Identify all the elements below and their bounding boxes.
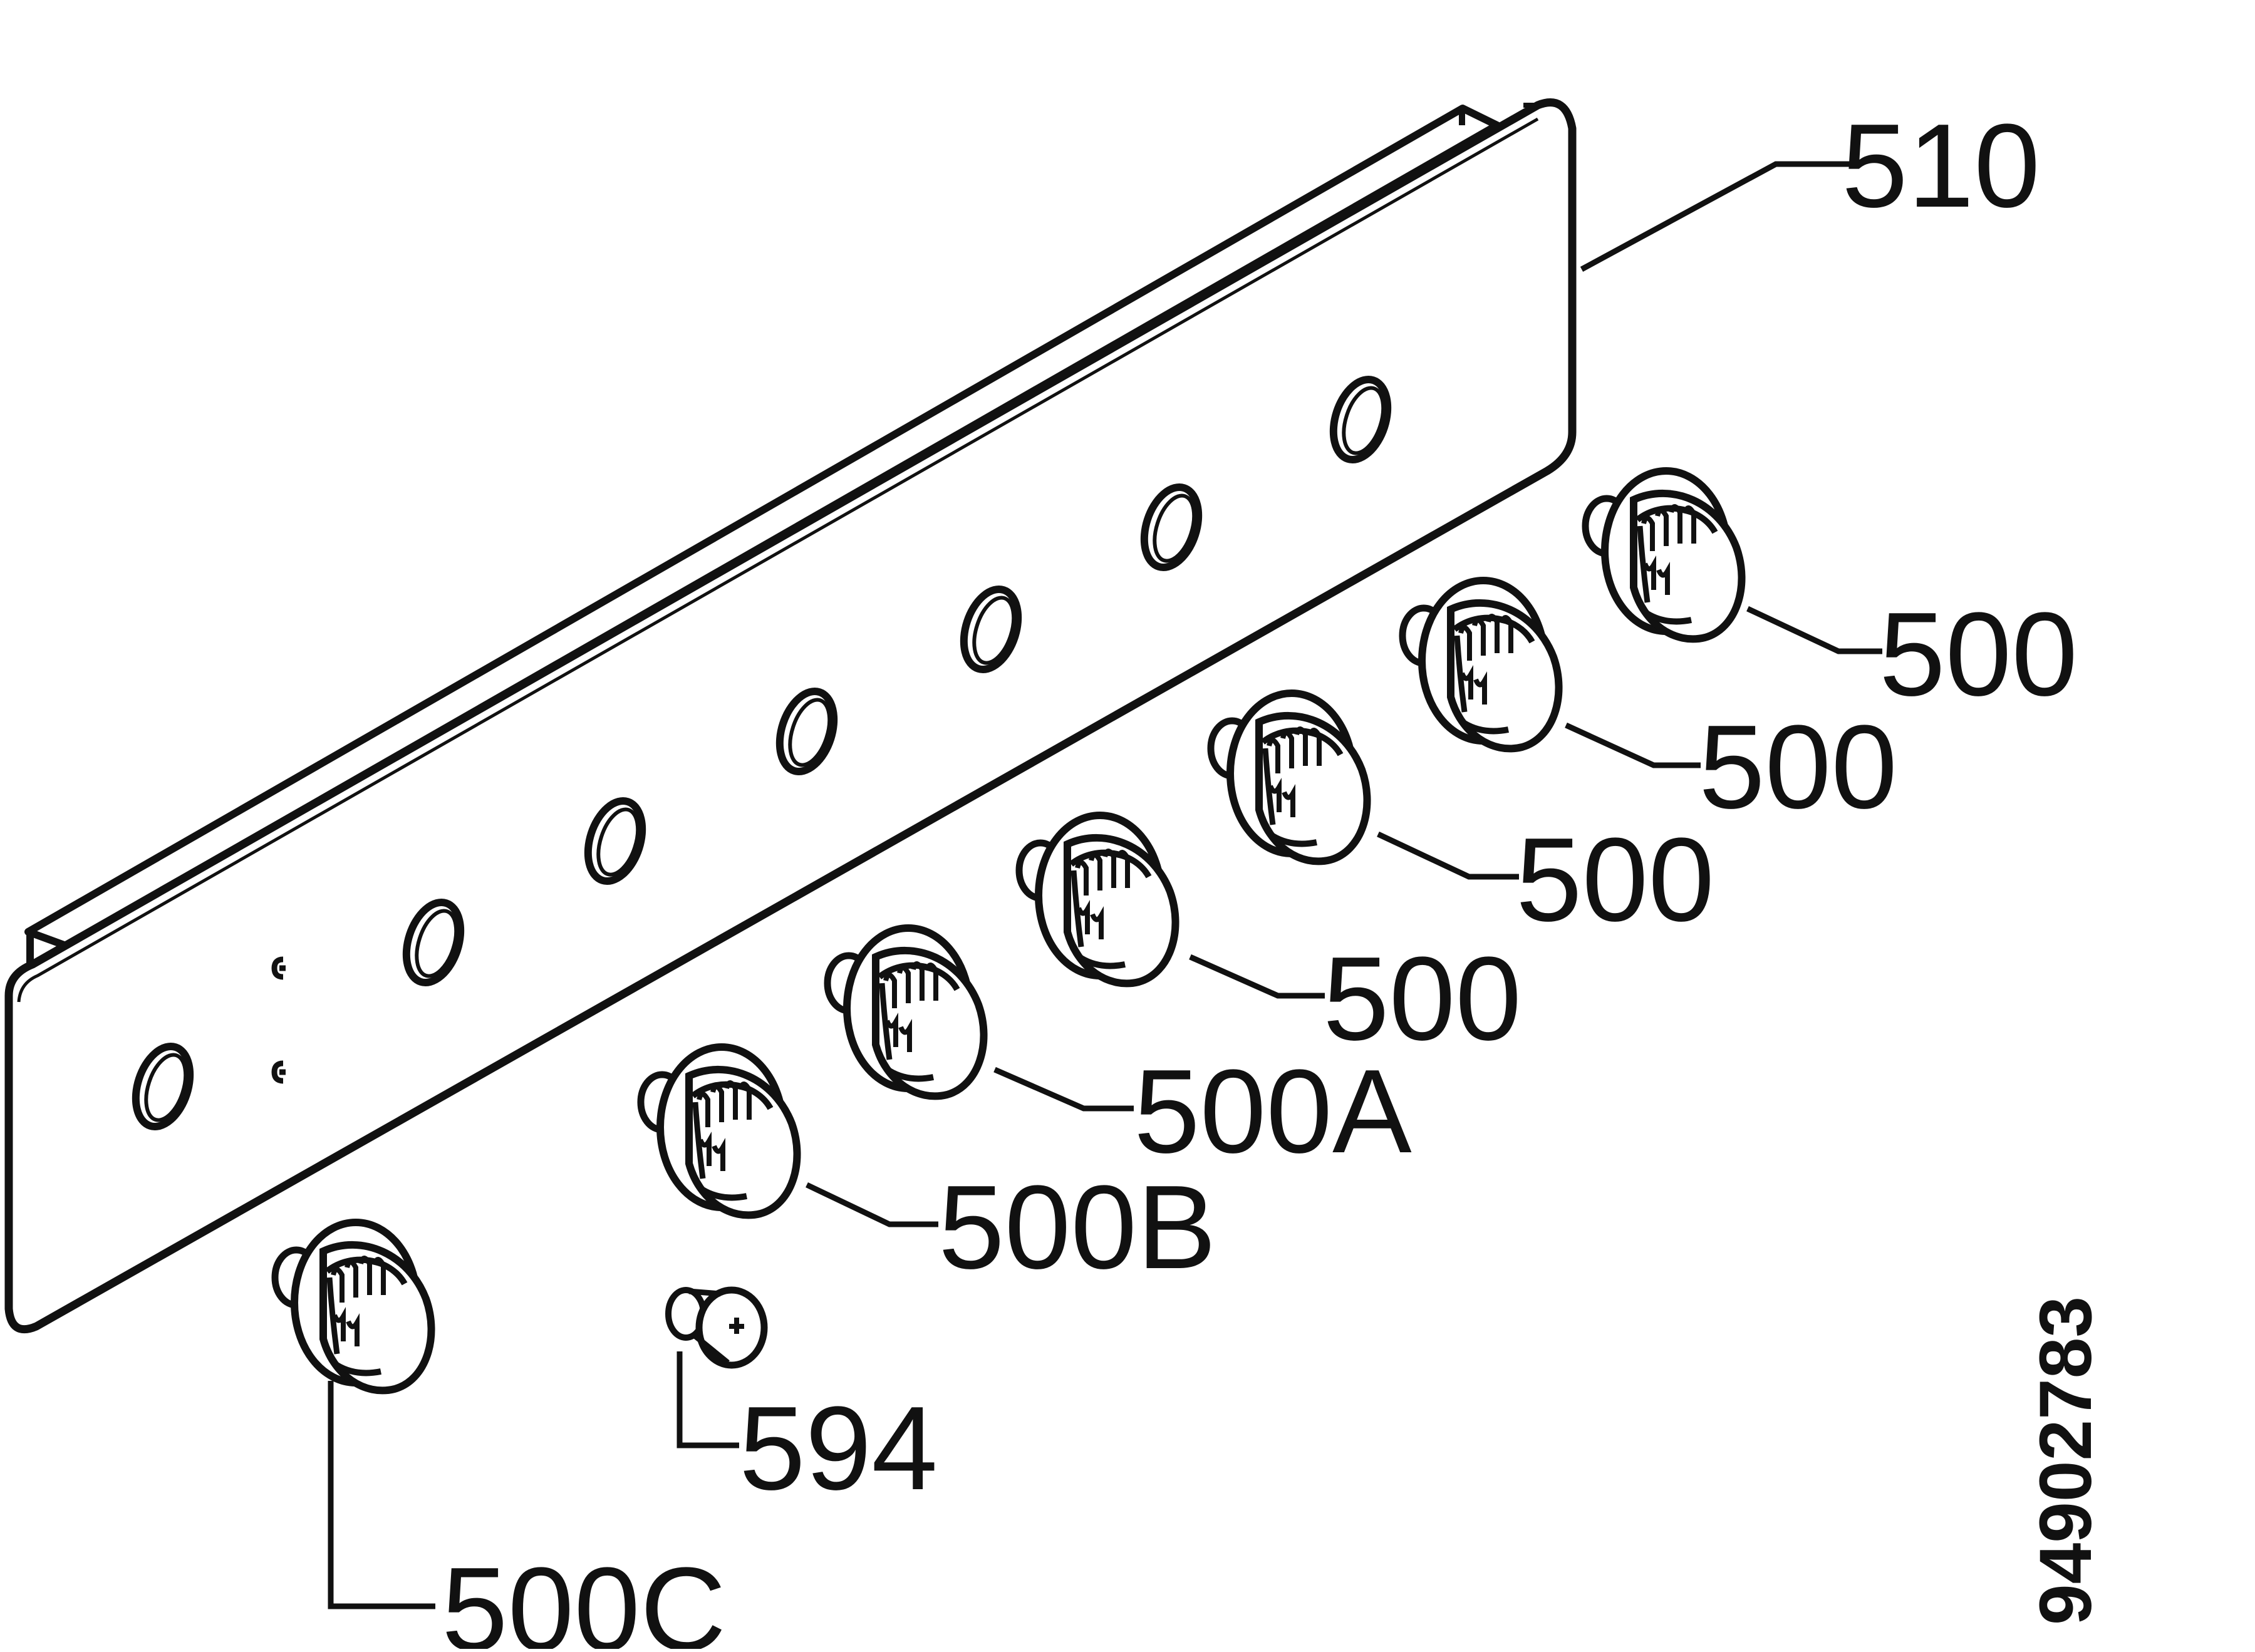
label-500b: 500B xyxy=(938,1161,1216,1294)
label-500a: 500A xyxy=(1134,1045,1412,1178)
panel-holes xyxy=(127,373,1397,1133)
push-button-594 xyxy=(665,1286,768,1369)
label-500-1: 500 xyxy=(1879,588,2078,721)
leader-500-3 xyxy=(1377,831,1519,880)
leader-500a xyxy=(993,1066,1134,1112)
leader-594 xyxy=(676,1351,739,1448)
label-500-3: 500 xyxy=(1516,813,1714,946)
leader-500c xyxy=(328,1381,435,1609)
knob-500-2 xyxy=(1402,581,1559,748)
knob-500a xyxy=(827,928,984,1096)
indicator-slot-upper xyxy=(271,956,286,980)
leader-510 xyxy=(1580,161,1854,272)
knob-500b xyxy=(641,1047,797,1215)
leader-500b xyxy=(806,1182,938,1227)
indicator-slot-lower xyxy=(271,1060,286,1084)
knob-500-4 xyxy=(1019,815,1176,983)
knob-500-1 xyxy=(1585,471,1742,639)
leader-500-2 xyxy=(1565,722,1701,768)
part-labels: 510 500 500 500 500 500A 500B 594 500C xyxy=(442,100,2078,1652)
label-500-4: 500 xyxy=(1323,932,1521,1065)
label-500c: 500C xyxy=(442,1543,726,1649)
knob-500-3 xyxy=(1211,693,1367,861)
drawing-number: 94902783 xyxy=(2024,1296,2107,1625)
label-594: 594 xyxy=(739,1382,938,1515)
label-510: 510 xyxy=(1842,100,2040,232)
label-500-2: 500 xyxy=(1699,701,1897,834)
leader-500-1 xyxy=(1746,606,1882,654)
knob-500c xyxy=(275,1222,432,1390)
leader-500-4 xyxy=(1189,954,1325,999)
leader-lines xyxy=(328,161,1882,1609)
